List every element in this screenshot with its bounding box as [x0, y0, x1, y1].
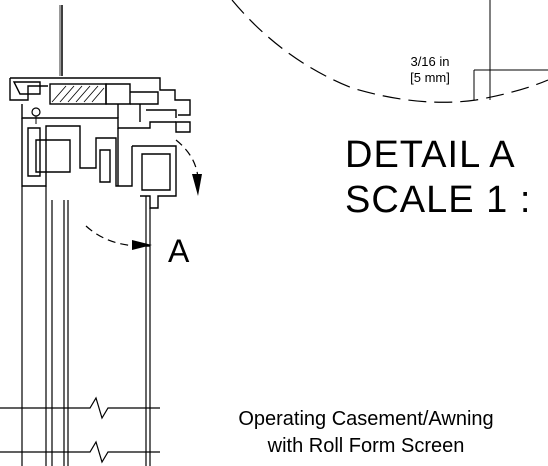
dimension-lines: [473, 0, 548, 100]
fastener-icon: [31, 107, 41, 117]
detail-callout-arc: [85, 225, 151, 247]
detail-scale: SCALE 1 :: [345, 179, 531, 221]
callout-arrow-bottom: [132, 240, 152, 250]
frame-profile: [9, 77, 191, 209]
detail-boundary-arc: [231, 0, 548, 103]
caption-line-2: with Roll Form Screen: [267, 435, 465, 457]
vertical-glazing-lines: [21, 186, 151, 466]
detail-title: DETAIL A: [345, 134, 516, 176]
caption-line-1: Operating Casement/Awning: [238, 408, 493, 430]
wood-hatch: [51, 85, 105, 103]
break-lines: [0, 396, 160, 464]
callout-label: A: [168, 233, 190, 269]
callout-arrow-right: [192, 174, 202, 196]
dimension-metric: [5 mm]: [410, 70, 450, 85]
dimension-imperial: 3/16 in: [410, 54, 449, 69]
